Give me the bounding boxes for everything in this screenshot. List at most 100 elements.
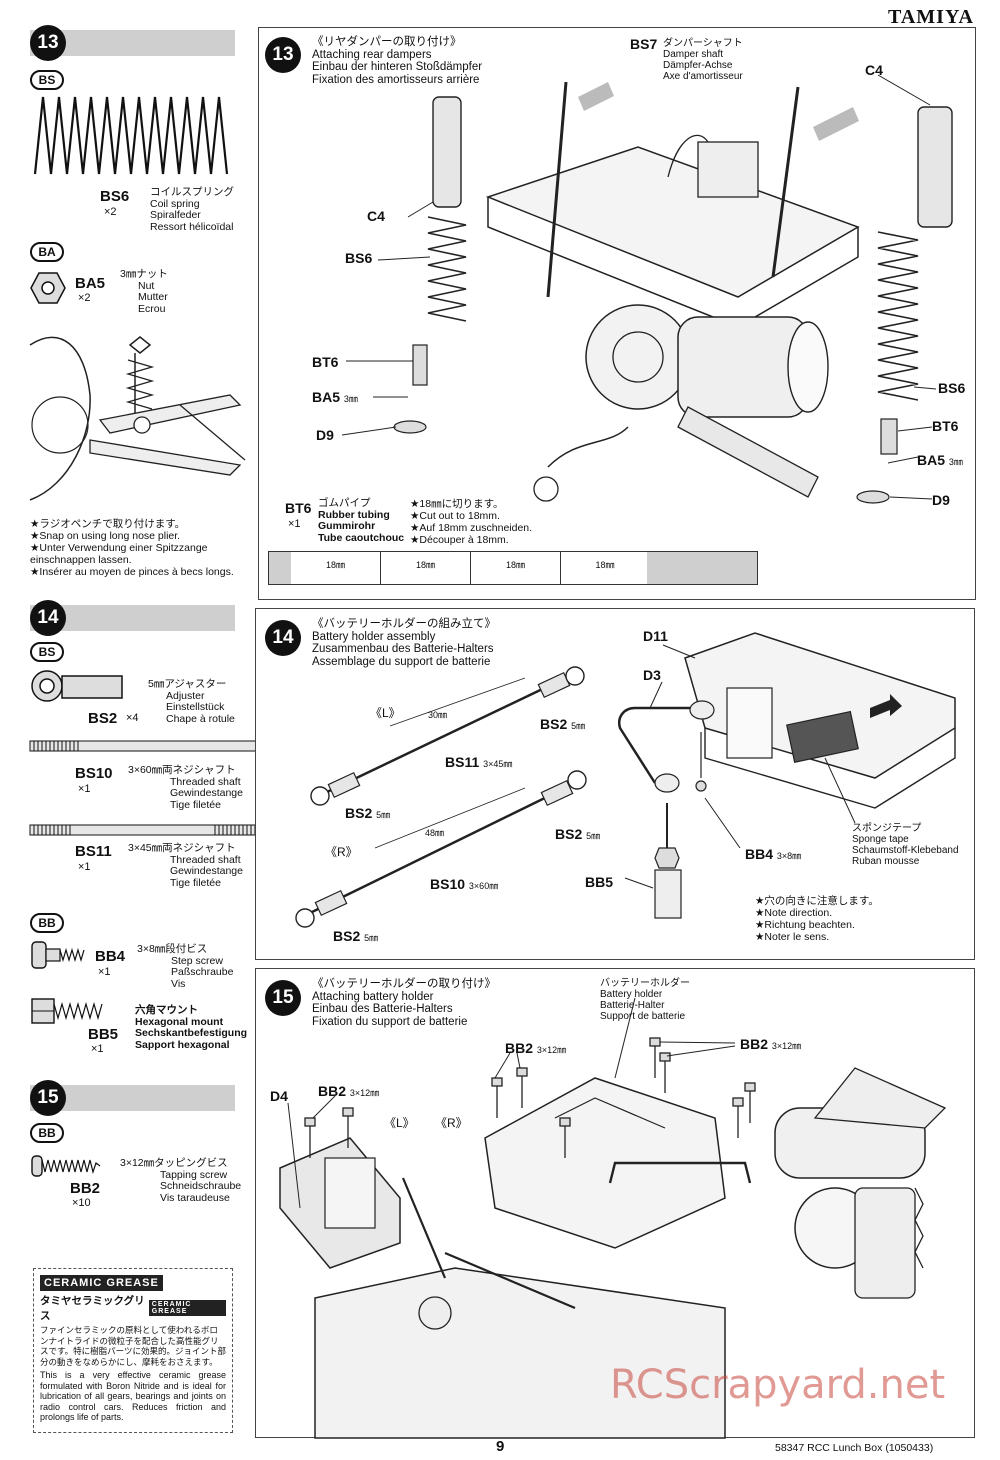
- bb5-code: BB5: [88, 1026, 119, 1043]
- rear-damper-assembly-illustration: [341, 74, 953, 504]
- page-number: 9: [496, 1438, 505, 1455]
- d9-left-label: D9: [316, 427, 334, 443]
- bs2-label-d: BS2 5㎜: [333, 928, 379, 944]
- panel15-number: 15: [265, 980, 301, 1016]
- step14-number: 14: [30, 600, 66, 636]
- bt6-tube-qty: ×1: [288, 518, 301, 530]
- battery-holder-mounting-illustration: [279, 997, 947, 1439]
- left-rod-marker-15: 《L》: [384, 1116, 415, 1130]
- bs10-code: BS10: [75, 765, 113, 782]
- bs6-right-label: BS6: [938, 380, 966, 396]
- d11-label: D11: [643, 628, 668, 644]
- bs11-rod-label: BS11 3×45㎜: [445, 754, 513, 770]
- step-screw-drawing: [31, 941, 85, 969]
- spring-coil: [33, 96, 229, 175]
- panel15-title: 《バッテリーホルダーの取り付け》Attaching battery holder…: [312, 978, 496, 1028]
- tapping-screw-drawing: [31, 1155, 101, 1177]
- cut-tube-notes: ★18㎜に切ります。★Cut out to 18mm. ★Auf 18mm zu…: [410, 498, 533, 546]
- c4-right-label: C4: [865, 62, 883, 78]
- bag-bs-label-2: BS: [30, 642, 64, 662]
- bs6-qty: ×2: [104, 206, 117, 218]
- bb4-code: BB4: [95, 948, 126, 965]
- ruler-segment-1: 18㎜: [291, 552, 381, 584]
- ceramic-grease-en-text: This is a very effective ceramic grease …: [40, 1370, 226, 1422]
- footer-reference: 58347 RCC Lunch Box (1050433): [775, 1442, 934, 1454]
- bag-bs-label: BS: [30, 70, 64, 90]
- adjuster-drawing: [31, 670, 123, 702]
- bb2-label-a: BB2 3×12㎜: [505, 1040, 567, 1056]
- threaded-shaft-45-drawing: [29, 824, 256, 836]
- panel14-title: 《バッテリーホルダーの組み立て》Battery holder assembly …: [312, 618, 496, 668]
- bag-bb-label: BB: [30, 913, 64, 933]
- d9-right-label: D9: [932, 492, 950, 508]
- bb4-label: BB4 3×8㎜: [745, 846, 802, 862]
- bb2-label-c: BB2 3×12㎜: [318, 1083, 380, 1099]
- d3-label: D3: [643, 667, 661, 683]
- left-rod-marker: 《L》: [370, 706, 401, 720]
- ceramic-grease-jp-text: ファインセラミックの原料として使われるボロンナイトライドの微粒子を配合した高性能…: [40, 1325, 226, 1367]
- cutting-ruler: 18㎜ 18㎜ 18㎜ 18㎜: [268, 551, 758, 585]
- hexagonal-mount-drawing: [31, 998, 103, 1024]
- bag-bb-label-2: BB: [30, 1123, 64, 1143]
- step13-plier-notes: ★ラジオペンチで取り付けます。★Snap on using long nose …: [30, 518, 234, 578]
- hole-direction-notes: ★穴の向きに注意します。★Note direction. ★Richtung b…: [755, 895, 879, 943]
- step15-number: 15: [30, 1080, 66, 1116]
- ruler-segment-4: 18㎜: [595, 560, 615, 570]
- bs11-code: BS11: [75, 843, 112, 860]
- nut-icon: [30, 272, 66, 304]
- right-rod-marker-15: 《R》: [435, 1116, 468, 1130]
- right-rod-marker: 《R》: [325, 845, 358, 859]
- rod-length-48: 48㎜: [425, 828, 445, 838]
- battery-holder-assembly-illustration: [295, 632, 956, 928]
- bs2-label-b: BS2 5㎜: [345, 805, 391, 821]
- bs2-label-a: BS2 5㎜: [540, 716, 586, 732]
- ceramic-grease-tube-label: CERAMIC GREASE: [148, 1300, 226, 1316]
- bt6-tube-code: BT6: [285, 500, 312, 516]
- brand-logo: TAMIYA: [887, 6, 974, 28]
- bs2-label-c: BS2 5㎜: [555, 826, 601, 842]
- ceramic-grease-jp-title: タミヤセラミックグリス: [40, 1295, 145, 1322]
- ruler-segment-3: 18㎜: [471, 552, 561, 584]
- ba5-qty: ×2: [78, 292, 91, 304]
- step13-number: 13: [30, 25, 66, 61]
- c4-left-label: C4: [367, 208, 385, 224]
- watermark-text: RCScrapyard.net: [610, 1362, 946, 1408]
- bs10-rod-label: BS10 3×60㎜: [430, 876, 499, 892]
- bb4-qty: ×1: [98, 966, 111, 978]
- rod-length-30: 30㎜: [428, 710, 448, 720]
- bb2-code: BB2: [70, 1180, 101, 1197]
- panel13-title: 《リヤダンパーの取り付け》Attaching rear dampers Einb…: [312, 36, 483, 86]
- bt6-right-label: BT6: [932, 418, 959, 434]
- ba5-code: BA5: [75, 275, 106, 292]
- ceramic-grease-badge: CERAMIC GREASE: [40, 1275, 163, 1291]
- bs6-code: BS6: [100, 188, 130, 205]
- bs6-left-label: BS6: [345, 250, 373, 266]
- bs2-qty: ×4: [126, 712, 139, 724]
- bb5-qty: ×1: [91, 1043, 104, 1055]
- bb2-label-b: BB2 3×12㎜: [740, 1036, 802, 1052]
- ba5-right-label: BA5 3㎜: [917, 452, 963, 468]
- bb2-qty: ×10: [72, 1197, 91, 1209]
- bt6-left-label: BT6: [312, 354, 339, 370]
- long-nose-plier-illustration: [29, 336, 246, 501]
- d4-label: D4: [270, 1088, 288, 1104]
- ruler-segment-2: 18㎜: [381, 552, 471, 584]
- panel14-number: 14: [265, 620, 301, 656]
- ba5-left-label: BA5 3㎜: [312, 389, 358, 405]
- bs11-qty: ×1: [78, 861, 91, 873]
- coil-spring-drawing: [33, 96, 229, 175]
- bs7-label: BS7: [630, 36, 658, 52]
- ceramic-grease-info-box: CERAMIC GREASE タミヤセラミックグリス CERAMIC GREAS…: [33, 1268, 233, 1433]
- panel13-number: 13: [265, 37, 301, 73]
